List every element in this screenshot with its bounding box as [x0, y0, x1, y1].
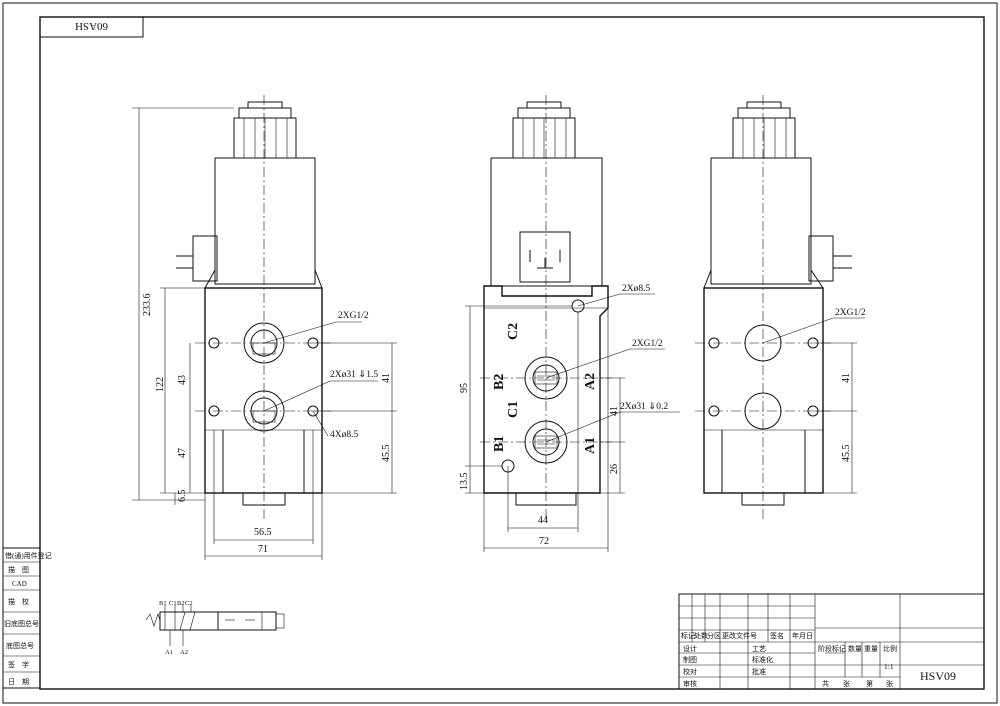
proc-approve: 批准: [752, 667, 766, 676]
dim-13-5: 13.5: [459, 473, 470, 491]
scale-value: 1:1: [884, 662, 894, 671]
callout-g12-left: 2XG1/2: [338, 311, 369, 321]
dim-47: 47: [177, 448, 188, 458]
dim-56-5: 56.5: [254, 527, 272, 538]
callout-o31-center: 2Xø31 ⇓0.2: [620, 401, 668, 412]
callout-g12-center: 2XG1/2: [632, 339, 663, 349]
stage-scale: 比例: [883, 644, 897, 653]
dim-43: 43: [177, 375, 188, 385]
title-block: 标记 处数 分区 更改文件号 签名 年月日 设计 制图 校对 审核 工艺 标准化…: [678, 593, 985, 690]
inner-frame: [39, 16, 985, 690]
rev-zone: 分区: [707, 631, 721, 640]
label-cad: CAD: [12, 580, 27, 588]
dim-233-6: 233.6: [142, 294, 153, 317]
label-old-base: 旧底图总号: [4, 619, 39, 628]
port-b1: B1: [492, 436, 507, 452]
label-sign: 签 字: [8, 660, 29, 669]
port-a2: A2: [583, 373, 598, 390]
schem-c1: C1: [169, 600, 177, 607]
dim-41: 41: [381, 373, 392, 383]
rev-doc: 更改文件号: [722, 631, 757, 640]
label-date: 日 期: [8, 678, 29, 686]
label-base: 底图总号: [6, 641, 34, 650]
stage-mark: 阶段标记: [818, 644, 846, 653]
code-box-text: 60ASH: [75, 20, 108, 32]
label-borrowed: 借(通)用件登记: [5, 551, 52, 560]
left-view: 233.6 122 43 47 6.5 56.5 71 41 45.5 2XG1…: [132, 95, 397, 560]
dim-44: 44: [538, 515, 548, 526]
schem-a2: A2: [180, 649, 188, 656]
dim-45-5-right: 45.5: [841, 445, 852, 463]
hydraulic-schematic: B1 C1 B2 C2 A1 A2: [145, 600, 285, 656]
dim-6-5: 6.5: [177, 490, 188, 503]
role-drawing: 制图: [683, 655, 697, 664]
port-c2: C2: [506, 323, 521, 340]
proc-craft: 工艺: [752, 645, 766, 653]
dim-41-center: 41: [609, 406, 620, 416]
role-proof: 校对: [683, 667, 697, 676]
rev-date: 年月日: [792, 631, 813, 640]
dim-45-5: 45.5: [381, 445, 392, 463]
stage-weight: 重量: [864, 645, 878, 653]
port-a1: A1: [583, 437, 598, 454]
code-box: 60ASH: [39, 16, 144, 38]
dim-41-right: 41: [841, 373, 852, 383]
port-c1: C1: [506, 401, 521, 418]
schem-a1: A1: [165, 649, 173, 656]
schem-c2: C2: [185, 600, 193, 607]
label-check: 描 校: [8, 597, 29, 606]
schem-b1: B1: [159, 600, 167, 607]
rev-mark: 标记: [681, 631, 695, 640]
role-design: 设计: [683, 644, 697, 653]
stage-qty: 数量: [848, 644, 862, 653]
dim-72: 72: [539, 536, 549, 547]
dim-71: 71: [258, 544, 268, 555]
center-view: C2 B2 A2 C1 B1 A1 95 13.5 44 72 41 26 2X: [459, 95, 680, 552]
left-label-strip: 借(通)用件登记 描 图 CAD 描 校 旧底图总号 底图总号 签 字 日 期: [2, 547, 52, 689]
dim-95: 95: [459, 383, 470, 393]
proc-standard: 标准化: [752, 655, 773, 664]
sheet-total-unit: 张: [843, 679, 850, 688]
callout-o8-5-left: 4Xø8.5: [330, 430, 358, 440]
sheet-total-label: 共: [822, 679, 829, 688]
right-view: 41 45.5 2XG1/2: [695, 95, 866, 520]
drawing-number: HSV09: [920, 669, 956, 683]
label-trace: 描 图: [8, 565, 29, 574]
rev-count: 处数: [694, 631, 708, 640]
dim-26: 26: [609, 464, 620, 474]
dim-122: 122: [155, 377, 166, 392]
port-b2: B2: [492, 374, 507, 390]
schem-b2: B2: [177, 600, 185, 607]
role-review: 审核: [683, 679, 697, 688]
callout-o31-left: 2Xø31 ⇓1.5: [330, 369, 378, 380]
rev-sign: 签名: [770, 631, 784, 640]
sheet-num-unit: 张: [886, 679, 893, 688]
callout-g12-right: 2XG1/2: [835, 308, 866, 318]
callout-o8-5-center: 2Xø8.5: [622, 284, 650, 294]
sheet-num-label: 第: [866, 679, 873, 688]
